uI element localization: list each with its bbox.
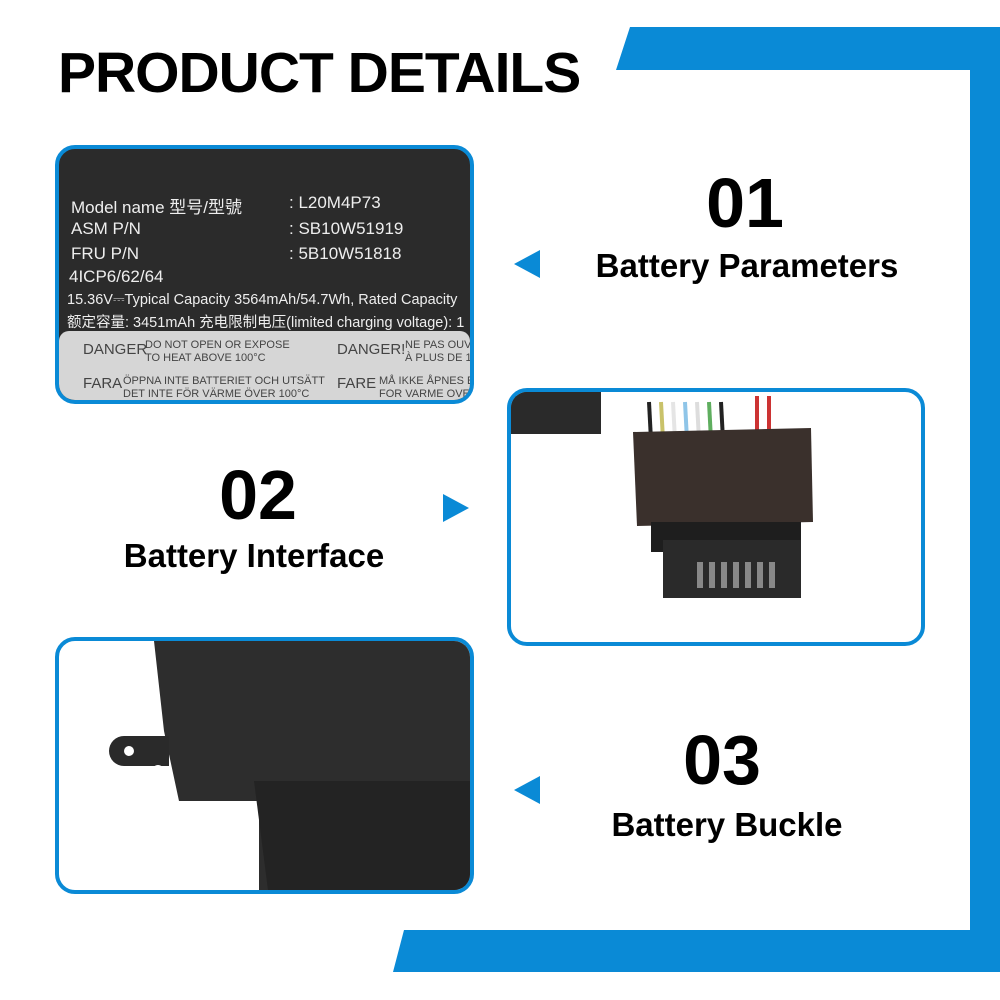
fru-label: FRU P/N (71, 244, 139, 263)
battery-label-image: Model name 型号/型號 : L20M4P73 ASM P/N : SB… (55, 145, 474, 404)
cell-spec: 4ICP6/62/64 (69, 267, 164, 286)
page-title: PRODUCT DETAILS (58, 41, 581, 105)
section-caption-02: Battery Interface (123, 537, 385, 574)
fru-value: : 5B10W51818 (289, 244, 402, 263)
section-caption-01: Battery Parameters (595, 247, 899, 284)
section-number-02: 02 (219, 456, 297, 534)
fara-text: Öppna inte batteriet och utsätt det inte… (123, 375, 325, 400)
danger-fr-text: Ne pas ouv à plus de 1 (405, 339, 472, 364)
fare-text: Må ikke åpnes e for varme ove (379, 375, 474, 400)
rated-capacity-line: 额定容量: 3451mAh 充电限制电压(limited charging vo… (67, 315, 465, 331)
model-name-label: Model name 型号/型號 (71, 198, 242, 217)
capacity-line: 15.36V⎓Typical Capacity 3564mAh/54.7Wh, … (67, 292, 458, 308)
arrow-left-icon (514, 250, 540, 278)
section-number-01: 01 (706, 164, 784, 242)
model-name-value: : L20M4P73 (289, 193, 381, 212)
section-caption-03: Battery Buckle (611, 806, 843, 843)
asm-label: ASM P/N (71, 219, 141, 238)
battery-buckle-image (55, 637, 474, 894)
warning-strip: DANGER Do not open or expose to heat abo… (59, 331, 472, 400)
fare-heading: FARE (337, 375, 377, 392)
danger-text: Do not open or expose to heat above 100°… (145, 339, 290, 364)
arrow-left-icon (514, 776, 540, 804)
danger-fr-heading: DANGER! (337, 341, 406, 358)
battery-connector-image (507, 388, 925, 646)
fara-heading: FARA (83, 375, 123, 392)
section-number-03: 03 (683, 721, 761, 799)
arrow-right-icon (443, 494, 469, 522)
danger-heading: DANGER (83, 341, 148, 358)
asm-value: : SB10W51919 (289, 219, 404, 238)
